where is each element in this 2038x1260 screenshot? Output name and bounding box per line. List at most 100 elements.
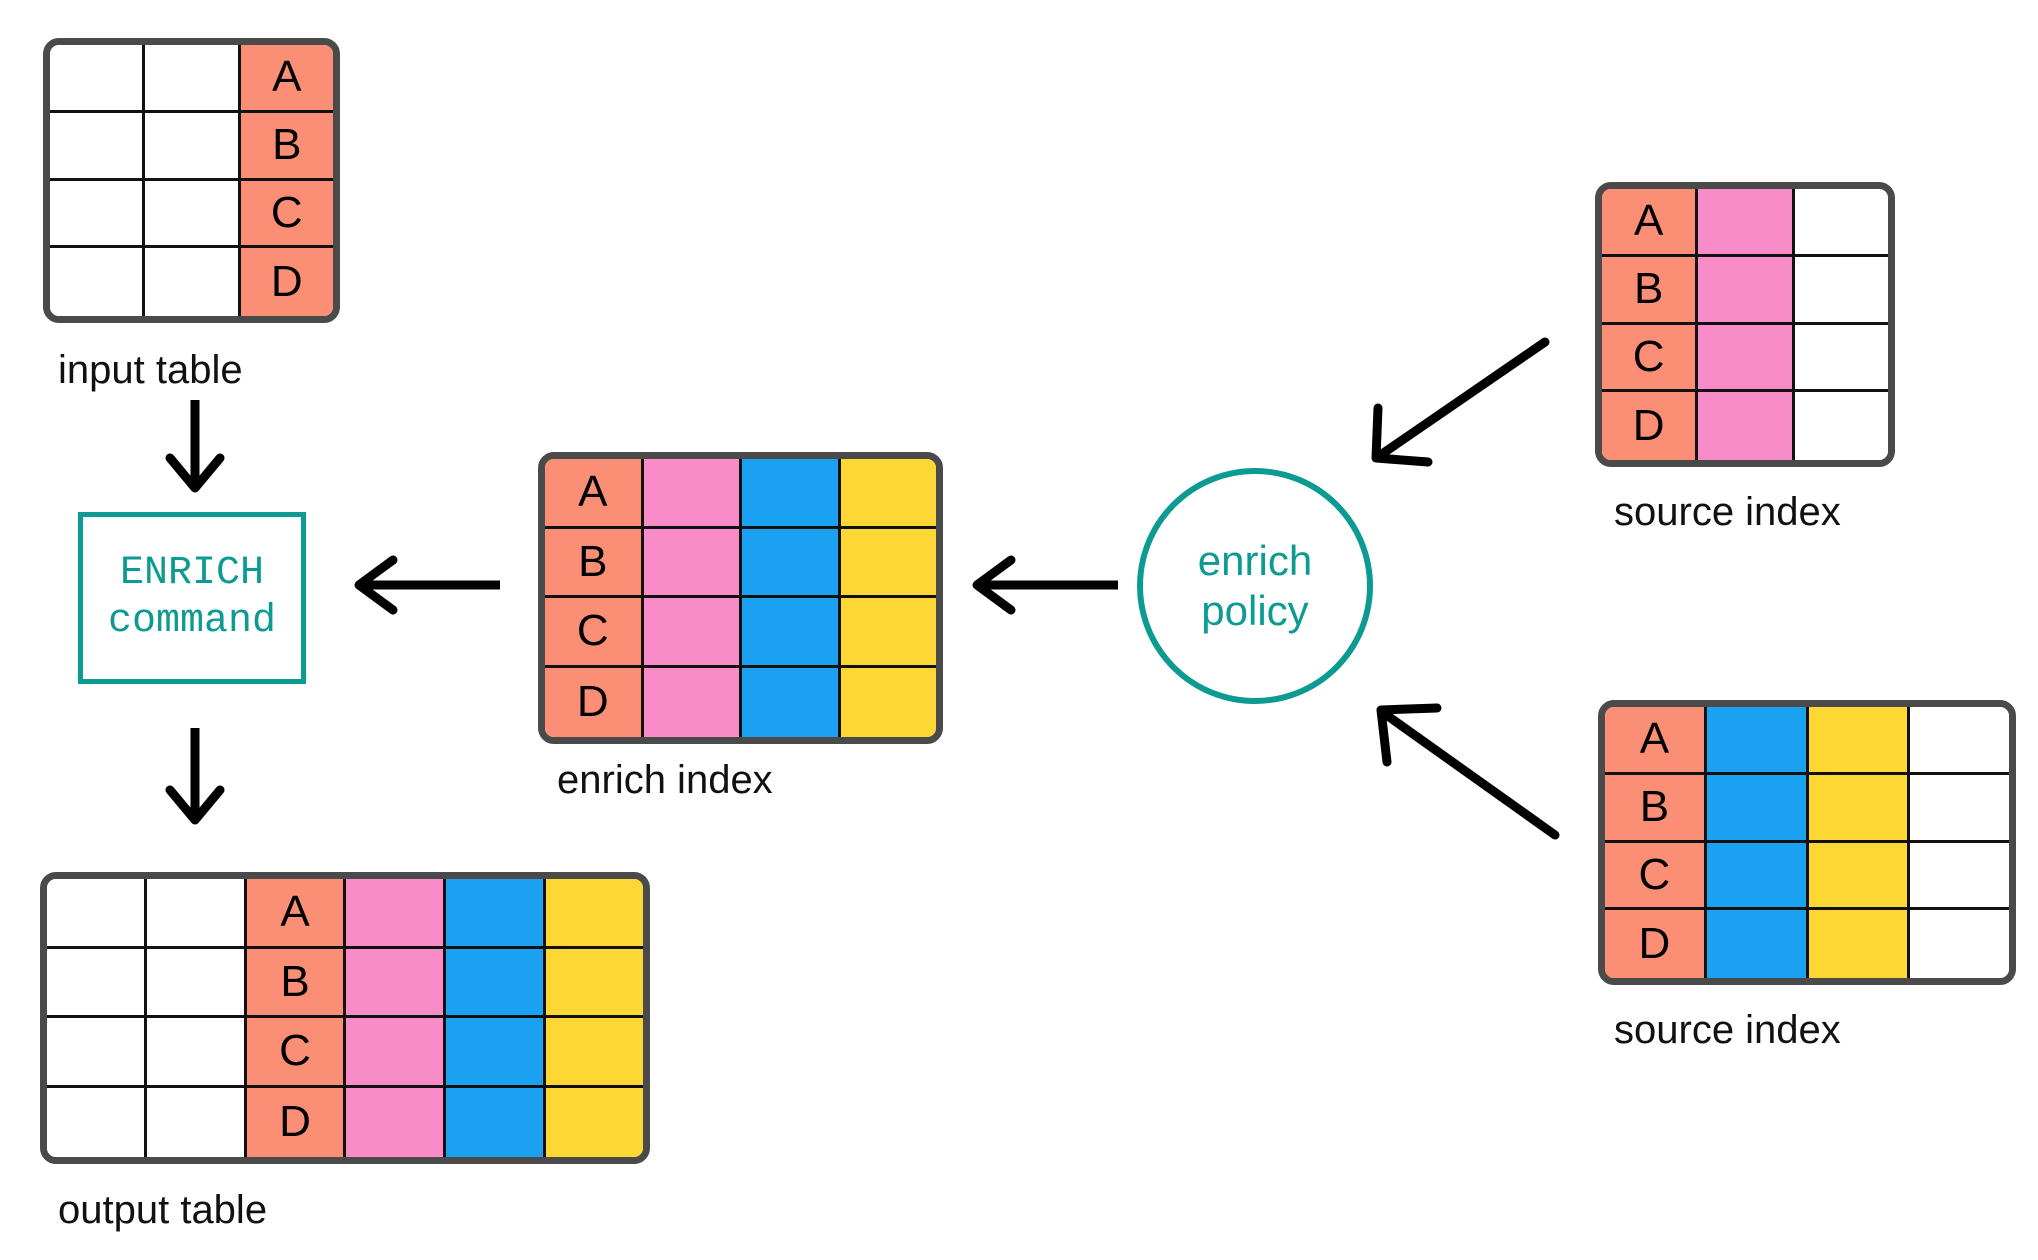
table-cell-key: B [545, 528, 644, 598]
table-cell [446, 879, 547, 949]
table-cell [146, 1087, 247, 1157]
table-cell [643, 459, 742, 529]
enrich-policy-line-1: enrich [1197, 536, 1313, 584]
table-cell [47, 879, 147, 949]
table-cell [742, 598, 841, 668]
table-row: B [47, 948, 643, 1018]
enrich-command-box[interactable]: ENRICH command [78, 512, 306, 684]
table-cell [1706, 707, 1809, 775]
table-row: A [545, 459, 936, 529]
table-cell [1698, 189, 1795, 257]
enrich-command-line-2: command [107, 599, 277, 644]
table-row: B [1605, 774, 2009, 843]
table-cell [1706, 910, 1809, 978]
table-row: A [47, 879, 643, 949]
arrow-source-index-bottom-to-policy [1376, 703, 1560, 840]
table-cell [145, 248, 241, 316]
table-cell-key: A [1602, 189, 1699, 257]
table-cell-key: B [246, 948, 347, 1018]
table-row: C [50, 180, 333, 249]
table-cell-key: D [1602, 392, 1699, 460]
arrow-input-to-command [165, 400, 225, 493]
table-cell [546, 879, 643, 949]
table-cell [145, 180, 241, 249]
enrich-policy-circle[interactable]: enrich policy [1137, 468, 1373, 704]
table-cell [742, 667, 841, 737]
table-cell-key: A [246, 879, 347, 949]
table-row: D [1605, 910, 2009, 978]
table-row: B [1602, 256, 1888, 325]
table-cell [643, 528, 742, 598]
table-cell [840, 459, 936, 529]
table-cell [546, 1087, 643, 1157]
table-cell [446, 1087, 547, 1157]
table-cell [446, 948, 547, 1018]
table-row: D [1602, 392, 1888, 460]
input-table: A B C D [43, 38, 340, 323]
table-cell [1910, 774, 2009, 843]
table-cell-key: D [545, 667, 644, 737]
table-cell [346, 879, 447, 949]
table-cell [47, 1018, 147, 1088]
table-row: C [1602, 324, 1888, 393]
table-cell-key: C [1602, 324, 1699, 393]
enrich-policy-line-2: policy [1201, 587, 1309, 634]
table-cell [1698, 324, 1795, 393]
table-cell-key: D [240, 248, 333, 316]
table-cell [50, 45, 146, 113]
table-cell-key: C [1605, 842, 1707, 911]
table-cell [742, 528, 841, 598]
table-cell [840, 667, 936, 737]
table-row: D [47, 1087, 643, 1157]
table-cell [1794, 392, 1888, 460]
table-cell [1910, 707, 2009, 775]
table-cell-key: A [1605, 707, 1707, 775]
arrow-policy-to-enrich-index [972, 555, 1118, 615]
table-cell [1698, 256, 1795, 325]
table-row: A [1602, 189, 1888, 257]
source-index-bottom-caption: source index [1614, 1008, 1841, 1052]
output-table: A B C D [40, 872, 650, 1164]
source-index-top-caption: source index [1614, 490, 1841, 534]
table-cell [1808, 774, 1911, 843]
table-cell-key: C [545, 598, 644, 668]
table-cell [446, 1018, 547, 1088]
table-cell [50, 112, 146, 181]
table-cell [1910, 910, 2009, 978]
table-cell [1794, 189, 1888, 257]
table-row: A [1605, 707, 2009, 775]
table-cell [1706, 774, 1809, 843]
table-cell [546, 948, 643, 1018]
table-cell-key: B [240, 112, 333, 181]
table-cell-key: A [545, 459, 644, 529]
table-cell-key: D [1605, 910, 1707, 978]
table-cell [1794, 256, 1888, 325]
table-cell [1698, 392, 1795, 460]
source-index-bottom-table: A B C D [1598, 700, 2016, 985]
input-table-caption: input table [58, 348, 243, 392]
table-cell [50, 180, 146, 249]
enrich-command-line-1: ENRICH [119, 551, 265, 596]
enrich-index-table: A B C D [538, 452, 943, 744]
table-cell [146, 879, 247, 949]
table-row: B [50, 112, 333, 181]
table-cell-key: C [240, 180, 333, 249]
source-index-top-table: A B C D [1595, 182, 1895, 467]
table-cell [47, 1087, 147, 1157]
table-cell [50, 248, 146, 316]
table-cell [1794, 324, 1888, 393]
table-cell-key: A [240, 45, 333, 113]
table-cell-key: D [246, 1087, 347, 1157]
table-cell-key: B [1602, 256, 1699, 325]
table-cell [146, 1018, 247, 1088]
table-cell [145, 112, 241, 181]
table-row: C [1605, 842, 2009, 911]
table-cell [643, 667, 742, 737]
table-cell-key: B [1605, 774, 1707, 843]
table-row: D [545, 667, 936, 737]
table-cell [346, 1018, 447, 1088]
table-row: C [47, 1018, 643, 1088]
output-table-caption: output table [58, 1188, 268, 1232]
table-cell [1808, 707, 1911, 775]
table-cell [146, 948, 247, 1018]
